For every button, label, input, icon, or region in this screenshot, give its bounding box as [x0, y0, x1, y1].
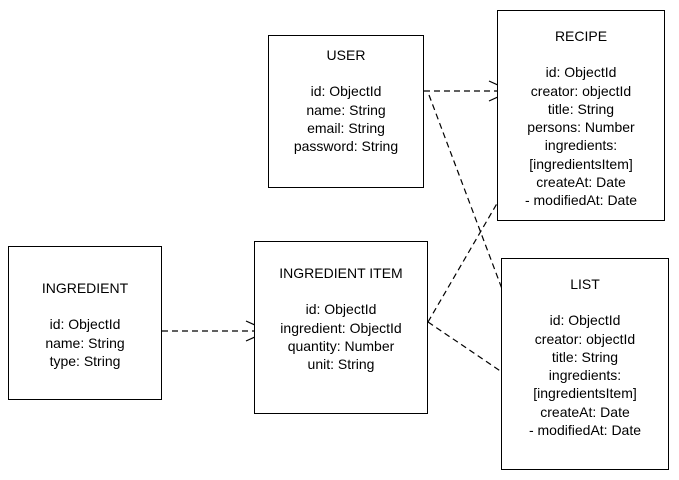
entity-recipe-field: creator: objectId [530, 82, 632, 99]
entity-ingredient-item-field: id: ObjectId [305, 301, 377, 318]
entity-user-field: email: String [307, 119, 385, 136]
entity-list-field: - modifiedAt: Date [528, 422, 642, 439]
entity-list-field: title: String [551, 348, 619, 365]
entity-user: USER id: ObjectId name: String email: St… [268, 35, 424, 188]
entity-recipe-field: id: ObjectId [545, 64, 617, 81]
entity-ingredient-field: name: String [45, 334, 125, 351]
entity-recipe-title: RECIPE [554, 28, 608, 44]
entity-ingredient-field: id: ObjectId [49, 316, 121, 333]
entity-recipe-field: createAt: Date [536, 174, 626, 191]
entity-list-title: LIST [570, 276, 600, 292]
entity-list-field: createAt: Date [540, 403, 630, 420]
entity-ingredient-item-field: quantity: Number [287, 337, 395, 354]
entity-user-title: USER [326, 47, 366, 63]
entity-ingredient: INGREDIENT id: ObjectId name: String typ… [8, 246, 162, 400]
entity-user-field: password: String [293, 138, 399, 155]
entity-recipe-field: title: String [547, 100, 615, 117]
entity-ingredient-item-field: unit: String [307, 356, 375, 373]
entity-list-field: [ingredientsItem] [533, 385, 637, 402]
entity-user-field: id: ObjectId [310, 83, 382, 100]
entity-user-field: name: String [306, 101, 386, 118]
entity-ingredient-title: INGREDIENT [41, 280, 129, 296]
entity-recipe: RECIPE id: ObjectId creator: objectId ti… [497, 10, 665, 221]
entity-recipe-field: ingredients: [544, 137, 618, 154]
entity-ingredient-field: type: String [49, 352, 121, 369]
entity-list: LIST id: ObjectId creator: objectId titl… [501, 258, 669, 470]
entity-recipe-field: [ingredientsItem] [529, 155, 633, 172]
entity-list-field: creator: objectId [534, 330, 636, 347]
entity-recipe-field: persons: Number [527, 119, 635, 136]
entity-ingredient-item-field: ingredient: ObjectId [280, 319, 402, 336]
entity-ingredient-item: INGREDIENT ITEM id: ObjectId ingredient:… [254, 241, 428, 414]
entity-list-field: id: ObjectId [549, 312, 621, 329]
entity-list-field: ingredients: [548, 367, 622, 384]
entity-ingredient-item-title: INGREDIENT ITEM [279, 265, 403, 281]
entity-recipe-field: - modifiedAt: Date [524, 192, 638, 209]
